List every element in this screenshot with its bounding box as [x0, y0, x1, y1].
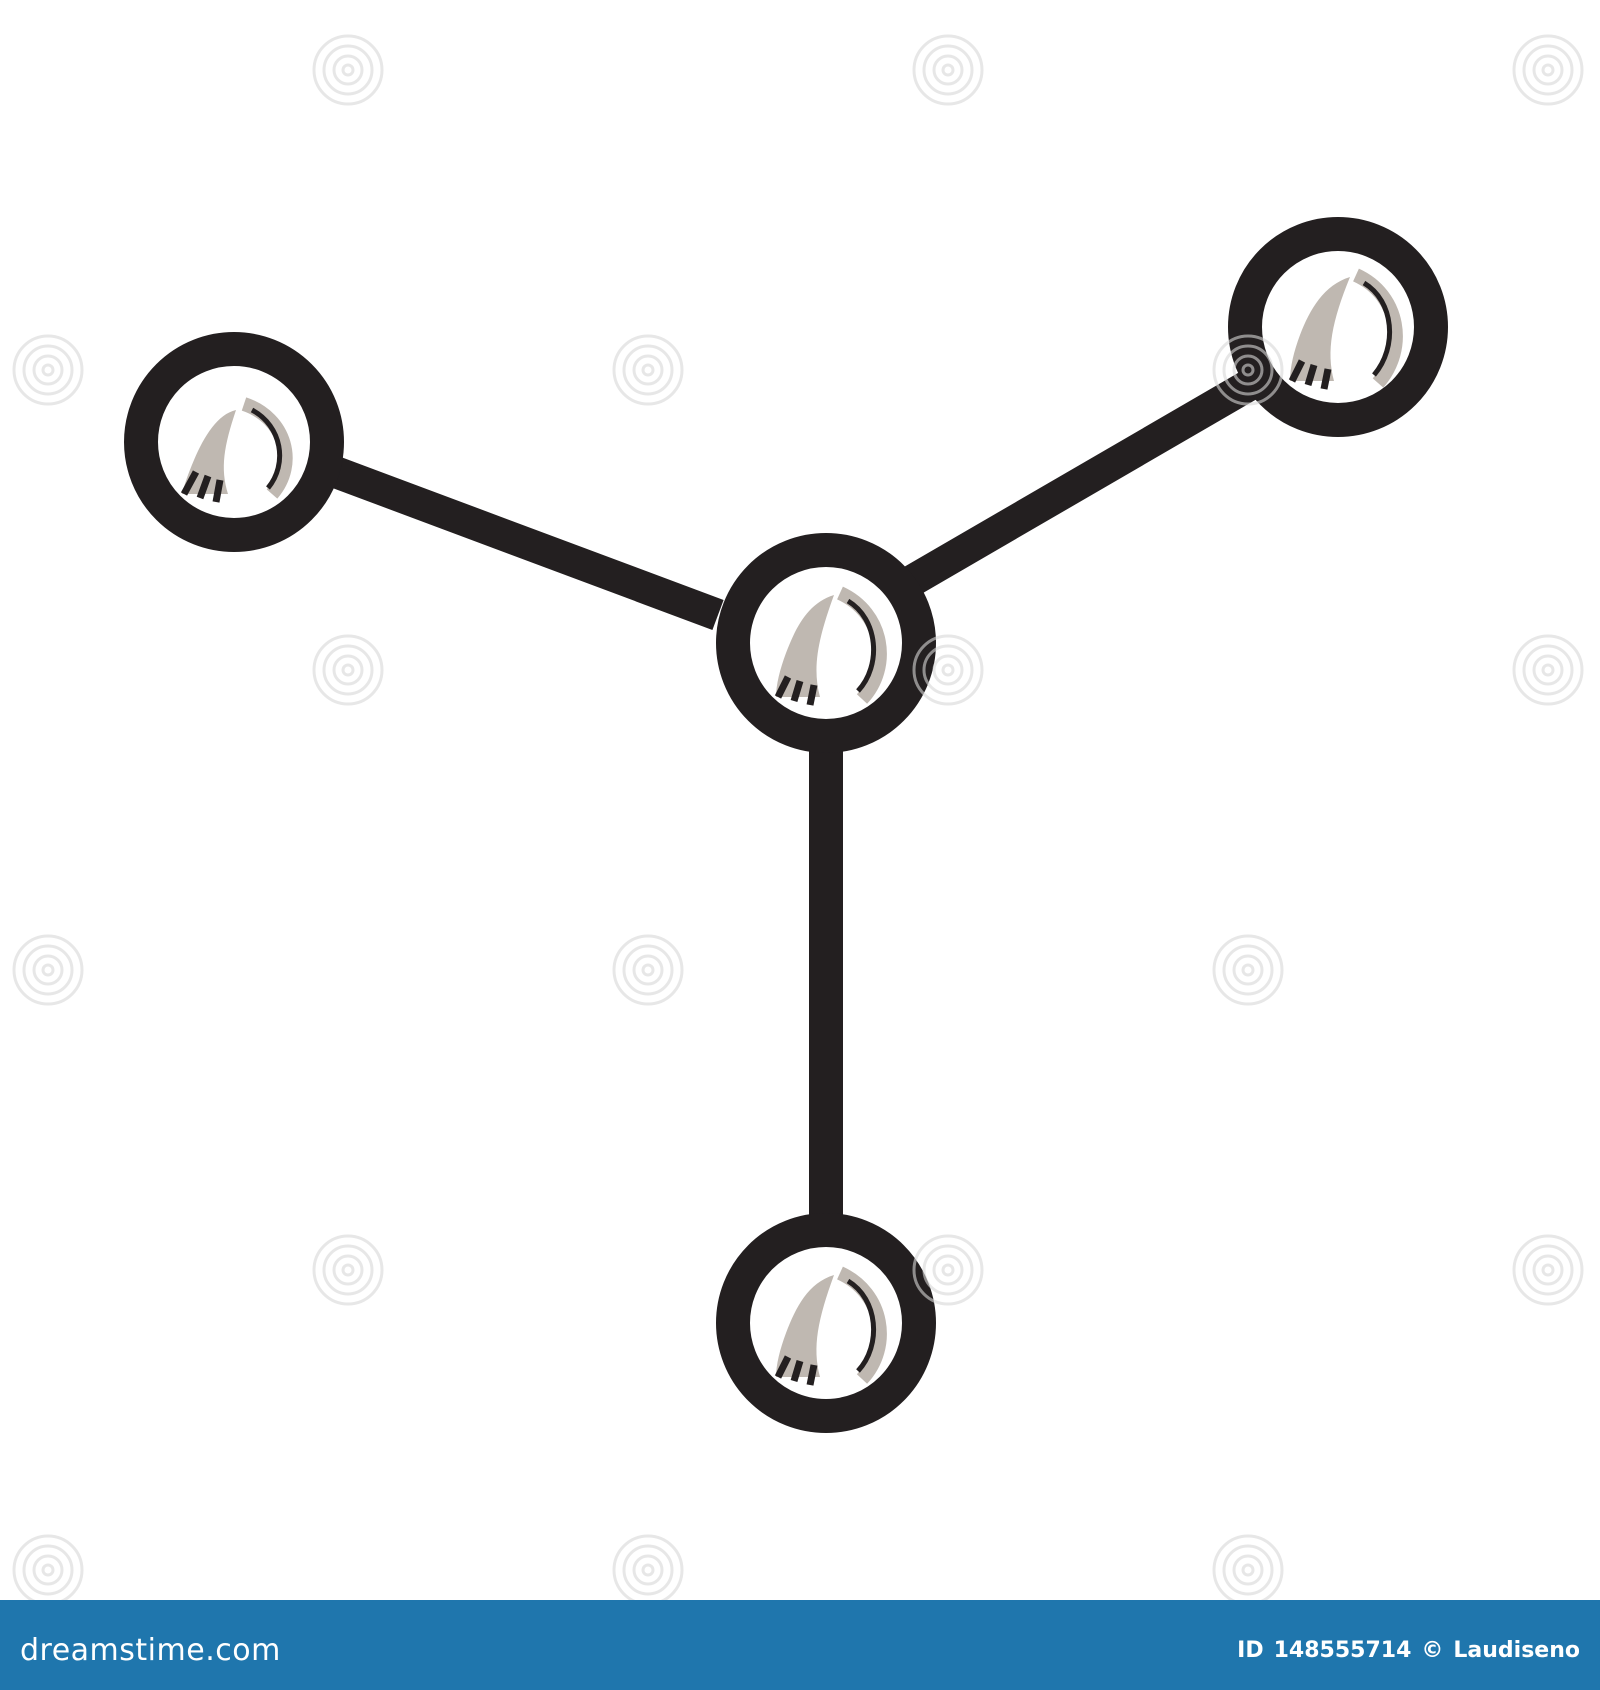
- bond-right: [901, 356, 1284, 596]
- atom-right: [1228, 217, 1448, 437]
- brand-name: dreamstime.com: [20, 1632, 281, 1668]
- image-id-label: ID: [1237, 1637, 1264, 1663]
- atom-bottom: [716, 1213, 936, 1433]
- shine-highlight: [1290, 277, 1350, 381]
- image-id-value: 148555714: [1273, 1637, 1412, 1663]
- atom-left: [124, 332, 344, 552]
- bond-left: [324, 455, 724, 630]
- footer-bar: dreamstime.com ID 148555714 © Laudiseno: [0, 1600, 1600, 1690]
- shine-highlight: [776, 595, 834, 697]
- author-name[interactable]: Laudiseno: [1453, 1637, 1580, 1663]
- shine-highlight: [776, 1275, 834, 1377]
- atom-center: [716, 533, 936, 753]
- molecule-illustration: [124, 217, 1448, 1433]
- image-credit: ID 148555714 © Laudiseno: [1237, 1630, 1580, 1670]
- copyright-symbol: ©: [1421, 1637, 1444, 1663]
- molecule-bonds: [324, 356, 1284, 1222]
- dreamstime-logo[interactable]: dreamstime.com: [20, 1630, 281, 1670]
